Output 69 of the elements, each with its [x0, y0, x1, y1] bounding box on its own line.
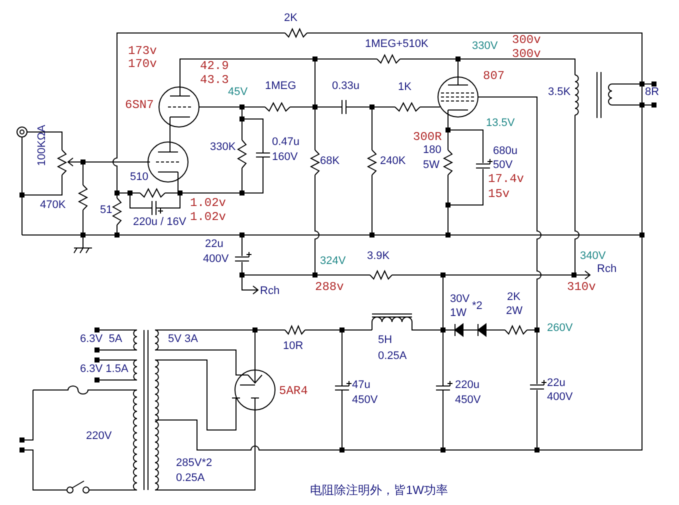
measured-voltage: 300v [512, 48, 541, 60]
measured-voltage: 170v [128, 58, 157, 70]
component-value: 1MEG [265, 80, 296, 92]
node-voltage: 330V [472, 40, 498, 52]
measured-voltage: 300v [512, 34, 541, 46]
measured-voltage: 15v [488, 188, 510, 200]
component-value: 400V [547, 391, 573, 403]
measured-voltage: 43.3 [200, 74, 229, 86]
component-value: 2K [507, 291, 520, 303]
measured-voltage: 288v [315, 281, 344, 293]
measured-voltage: 1.02v [190, 197, 226, 209]
component-value: 5H [378, 334, 392, 346]
measured-voltage: 173v [128, 45, 157, 57]
tube-type: 6SN7 [125, 99, 154, 111]
component-value: 0.33u [332, 80, 360, 92]
component-value: 220u [455, 379, 480, 391]
component-value: 1K [398, 81, 412, 93]
component-value: 5W [423, 159, 440, 171]
component-value: 0.25A [176, 472, 205, 484]
node-voltage: 45V [228, 86, 248, 98]
component-value: 450V [352, 394, 378, 406]
component-value: 51 [100, 204, 112, 216]
measured-voltage: 1.02v [190, 211, 226, 223]
component-value: 0.25A [378, 350, 407, 362]
component-value: 6.3V 1.5A [80, 363, 128, 375]
component-value: 510 [130, 171, 148, 183]
component-value: 285V*2 [176, 457, 212, 469]
component-value: 180 [423, 144, 442, 156]
component-value: 5V 3A [168, 333, 198, 345]
tube-type: 807 [483, 70, 505, 82]
node-voltage: 260V [547, 322, 573, 334]
component-value: 30V [450, 293, 470, 305]
component-value: 2K [284, 12, 298, 24]
component-value: 240K [380, 155, 406, 167]
component-value: 22u [205, 238, 224, 250]
measured-voltage: 310v [567, 281, 596, 293]
measured-voltage: 42.9 [200, 60, 229, 72]
component-value: 22u [547, 377, 566, 389]
component-value: 1MEG+510K [365, 38, 428, 50]
component-value: 10R [283, 340, 304, 352]
signal-name: Rch [260, 285, 280, 297]
measured-voltage: 17.4v [488, 173, 524, 185]
component-value: 400V [203, 253, 229, 265]
component-value: 68K [320, 155, 340, 167]
component-value: 220V [86, 430, 112, 442]
component-value: 47u [352, 379, 370, 391]
component-value: 470K [40, 199, 66, 211]
tube-type: 5AR4 [279, 385, 308, 397]
component-value: 8R [645, 86, 660, 98]
node-voltage: 13.5V [486, 117, 515, 129]
component-value: 3.5K [548, 86, 571, 98]
note: 电阻除注明外，皆1W功率 [310, 484, 448, 496]
measured-voltage: 300R [413, 131, 442, 143]
component-value: 6.3V 5A [80, 333, 122, 345]
component-value: 0.47u [272, 136, 300, 148]
component-value: 330K [210, 141, 236, 153]
component-value: 220u / 16V [133, 216, 186, 228]
component-value: 680u [493, 145, 518, 157]
component-value: 450V [455, 394, 481, 406]
component-value: 160V [272, 151, 298, 163]
node-voltage: 324V [320, 255, 346, 267]
component-value: 1W [450, 307, 466, 319]
component-value: 3.9K [367, 250, 390, 262]
component-value: 100KΩA [36, 124, 48, 166]
component-value: 50V [493, 159, 513, 171]
component-value: 2W [506, 305, 522, 317]
node-voltage: 340V [580, 250, 606, 262]
signal-name: Rch [597, 263, 617, 275]
component-value: *2 [472, 300, 482, 312]
